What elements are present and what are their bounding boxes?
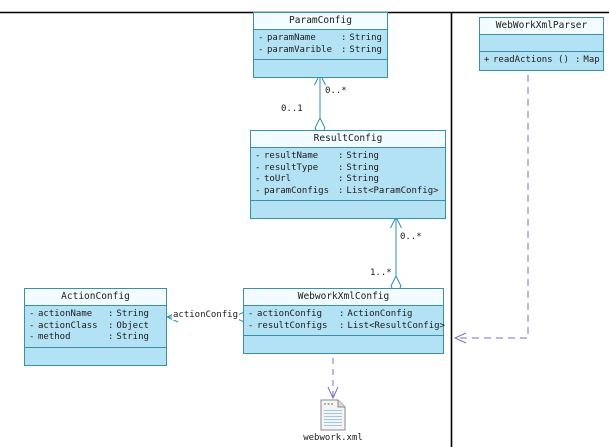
attributes-action-config: - actionName : String - actionClass : Ob… bbox=[25, 306, 166, 348]
multiplicity-param-result-source: 0..* bbox=[325, 86, 347, 96]
operations-param-config bbox=[254, 60, 387, 77]
class-title-action-config: ActionConfig bbox=[25, 289, 166, 306]
class-webwork-xml-parser[interactable]: WebWorkXmlParser + readActions () : Map bbox=[479, 17, 604, 71]
file-icon bbox=[320, 399, 346, 431]
operations-webwork-xml-parser: + readActions () : Map bbox=[480, 52, 603, 70]
operations-webwork-xml-config bbox=[244, 336, 443, 353]
attributes-webwork-xml-config: - actionConfig : ActionConfig - resultCo… bbox=[244, 306, 445, 336]
operation-row: + readActions () : Map bbox=[484, 55, 600, 65]
attribute-row: - method : String bbox=[29, 332, 149, 342]
class-result-config[interactable]: ResultConfig - resultName : String - res… bbox=[250, 130, 446, 219]
edge-param-result bbox=[314, 72, 326, 140]
attribute-row: - resultConfigs : List<ResultConfig> bbox=[248, 320, 445, 331]
operations-action-config bbox=[25, 347, 166, 365]
operations-result-config bbox=[251, 201, 445, 218]
attribute-row: - toUrl : String bbox=[255, 174, 379, 184]
attributes-result-config: - resultName : String - resultType : Str… bbox=[251, 148, 445, 201]
attributes-param-config: - paramName : String - paramVarible : St… bbox=[254, 30, 387, 60]
class-title-webwork-xml-config: WebworkXmlConfig bbox=[244, 289, 443, 306]
attribute-row: - paramVarible : String bbox=[258, 44, 382, 55]
class-title-result-config: ResultConfig bbox=[251, 131, 445, 148]
class-title-webwork-xml-parser: WebWorkXmlParser bbox=[480, 18, 603, 35]
multiplicity-result-webwork-source: 0..* bbox=[400, 232, 422, 242]
multiplicity-param-result-target: 0..1 bbox=[281, 104, 303, 114]
edge-result-webwork bbox=[390, 215, 402, 298]
attribute-row: - paramConfigs : List<ParamConfig> bbox=[255, 185, 439, 196]
attribute-row: - resultType : String bbox=[255, 162, 379, 173]
attribute-row: - paramName : String bbox=[258, 33, 382, 43]
attributes-webwork-xml-parser bbox=[480, 35, 603, 52]
artifact-webwork-xml[interactable] bbox=[316, 399, 350, 431]
association-label-action-config: actionConfig bbox=[172, 310, 240, 320]
attribute-row: - actionClass : Object bbox=[29, 320, 149, 331]
attribute-row: - actionConfig : ActionConfig bbox=[248, 309, 413, 319]
class-title-param-config: ParamConfig bbox=[254, 13, 387, 30]
attribute-row: - actionName : String bbox=[29, 309, 149, 319]
attribute-row: - resultName : String bbox=[255, 151, 379, 161]
class-action-config[interactable]: ActionConfig - actionName : String - act… bbox=[24, 288, 167, 366]
artifact-label: webwork.xml bbox=[303, 433, 363, 443]
edge-webwork-artifact bbox=[327, 358, 339, 400]
class-webwork-xml-config[interactable]: WebworkXmlConfig - actionConfig : Action… bbox=[243, 288, 445, 354]
class-param-config[interactable]: ParamConfig - paramName : String - param… bbox=[253, 12, 388, 78]
edge-parser-dependency bbox=[453, 63, 529, 344]
multiplicity-result-webwork-target: 1..* bbox=[370, 268, 392, 278]
